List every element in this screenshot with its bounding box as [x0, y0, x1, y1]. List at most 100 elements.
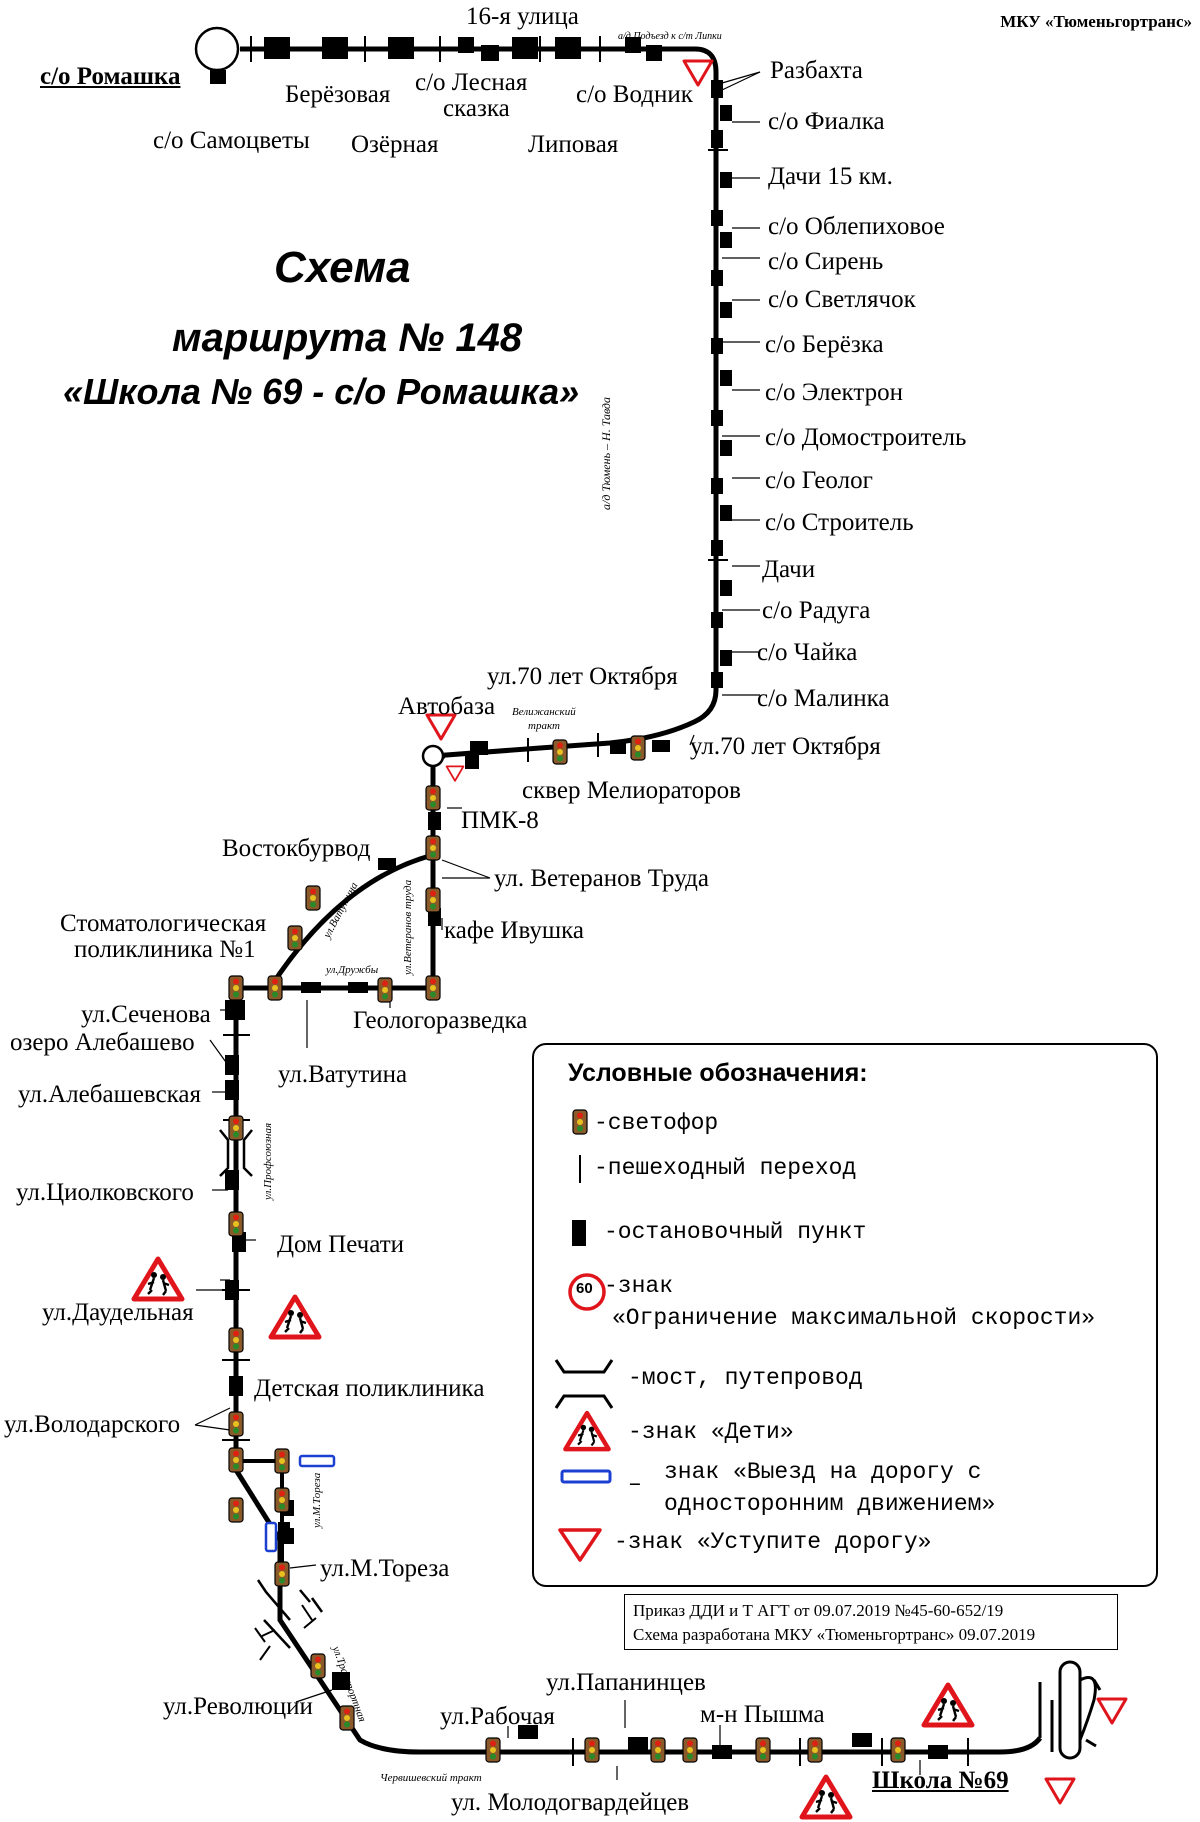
legend-oneway-line2: односторонним движением»	[664, 1491, 996, 1517]
stop-alebashevo: озеро Алебашево	[10, 1029, 195, 1056]
stop-razbakhta: Разбахта	[770, 57, 863, 84]
stop-icon	[278, 1522, 290, 1540]
stop-papanintsev: ул.Папанинцев	[546, 1669, 706, 1696]
stop-ivushka: кафе Ивушка	[444, 917, 585, 944]
order-line2: Схема разработана МКУ «Тюменьгортранс» 0…	[633, 1624, 1036, 1644]
legend-speed-line1: -знак	[604, 1273, 674, 1299]
stop-vostokburvod: Востокбурвод	[222, 835, 371, 862]
stop-oct70-right: ул.70 лет Октября	[690, 733, 881, 760]
stop-siren: с/о Сирень	[768, 248, 884, 275]
crosswalk-marks-lower	[222, 1034, 969, 1766]
title-line1: Схема	[274, 243, 411, 292]
road-podezd: а/д Подъезд к с/т Липки	[618, 31, 722, 42]
stop-lesnaya-line2: сказка	[443, 95, 510, 122]
stop-volodarskogo: ул.Володарского	[4, 1411, 181, 1438]
stop-vatutina: ул.Ватутина	[278, 1061, 408, 1088]
legend-traffic-light: -светофор	[594, 1110, 719, 1136]
final-loop	[1038, 1660, 1102, 1760]
stop-lesnaya-line1: с/о Лесная	[415, 69, 528, 96]
legend-stop: -остановочный пункт	[604, 1219, 867, 1245]
legend-oneway-line1: знак «Выезд на дорогу с	[664, 1459, 982, 1485]
road-tyumen-tavda: а/д Тюмень – Н. Тавда	[599, 396, 613, 510]
road-velizhansky-2: тракт	[528, 720, 560, 732]
stop-dom-pechati: Дом Печати	[277, 1231, 405, 1258]
stop-markers-top	[210, 37, 732, 769]
stop-skver: сквер Мелиораторов	[522, 777, 741, 804]
legend-panel: Условные обозначения: -светофор -пешеход…	[532, 1043, 1158, 1587]
yield-sign-icon	[445, 765, 465, 782]
stop-revolyutsii: ул.Революции	[163, 1693, 313, 1720]
children-sign-icon	[271, 1297, 319, 1337]
legend-yield: -знак «Уступите дорогу»	[614, 1529, 932, 1555]
legend-crosswalk: -пешеходный переход	[594, 1155, 857, 1181]
stop-elektron: с/о Электрон	[765, 379, 903, 406]
stop-sechenova: ул.Сеченова	[81, 1001, 211, 1028]
legend-icons	[554, 1109, 614, 1562]
stop-dachi: Дачи	[762, 556, 816, 583]
stop-chayka: с/о Чайка	[757, 639, 858, 666]
stop-raduga: с/о Радуга	[762, 597, 871, 624]
stop-vodnik: с/о Водник	[576, 81, 693, 108]
stop-tsiolkovskogo: ул.Циолковского	[16, 1179, 194, 1206]
stop-ulitsa16: 16-я улица	[466, 3, 579, 30]
yield-sign-icon	[1044, 1777, 1076, 1805]
road-velizhansky-1: Велижанский	[512, 706, 576, 718]
road-chervishevsky: Червишевский тракт	[380, 1772, 482, 1784]
stop-domostroitel: с/о Домостроитель	[765, 424, 967, 451]
stop-dachi15: Дачи 15 км.	[768, 163, 893, 190]
stop-stroitel: с/о Строитель	[765, 509, 914, 536]
stop-detskaya: Детская поликлиника	[254, 1375, 485, 1402]
stop-malinka: с/о Малинка	[757, 685, 890, 712]
yield-sign-icon	[1096, 1697, 1128, 1725]
stop-geologorazvedka: Геологоразведка	[353, 1007, 528, 1034]
stop-avtobaza: Автобаза	[398, 693, 496, 720]
title-line2: маршрута № 148	[172, 316, 523, 360]
order-box: Приказ ДДИ и Т АГТ от 09.07.2019 №45-60-…	[624, 1594, 1118, 1650]
stop-beryozka: с/о Берёзка	[765, 331, 884, 358]
stop-oblepikhovoe: с/о Облепиховое	[768, 213, 945, 240]
title-line3: «Школа № 69 - с/о Ромашка»	[63, 371, 580, 412]
legend-speed-line2: «Ограничение максимальной скорости»	[612, 1305, 1096, 1331]
stop-samotsvety: с/о Самоцветы	[153, 127, 310, 154]
bridge-icon	[219, 1129, 324, 1649]
stop-veteranov: ул. Ветеранов Труда	[494, 865, 709, 892]
stop-pmk8: ПМК-8	[461, 807, 539, 834]
legend-children: -знак «Дети»	[628, 1419, 794, 1445]
road-ul-veteranov: ул.Ветеранов труда	[402, 879, 414, 975]
oneway-sign-icon	[264, 1521, 278, 1553]
legend-speed-value: 60	[576, 1280, 593, 1297]
stop-daudelnaya: ул.Даудельная	[42, 1299, 194, 1326]
children-sign-icon	[802, 1777, 850, 1817]
order-line1: Приказ ДДИ и Т АГТ от 09.07.2019 №45-60-…	[633, 1601, 1004, 1620]
stop-rabochaya: ул.Рабочая	[440, 1703, 555, 1730]
organization-label: МКУ «Тюменьгортранс»	[1000, 12, 1192, 31]
stop-alebashevskaya: ул.Алебашевская	[18, 1081, 202, 1108]
terminus-avtobaza-icon	[421, 744, 445, 768]
children-sign-icon	[924, 1685, 972, 1725]
stop-geolog: с/о Геолог	[765, 467, 873, 494]
road-ul-profsoyuznaya: ул.Профсоюзная	[262, 1122, 274, 1200]
stop-fialka: с/о Фиалка	[768, 108, 885, 135]
legend-title: Условные обозначения:	[568, 1059, 868, 1087]
stop-shkola69: Школа №69	[872, 1767, 1009, 1794]
stop-pyshma: м-н Пышма	[700, 1701, 825, 1728]
stop-toreza: ул.М.Тореза	[320, 1555, 450, 1582]
stop-molodogvardeytsev: ул. Молодогвардейцев	[451, 1789, 690, 1816]
stop-beryozovaya: Берёзовая	[285, 81, 391, 108]
road-ul-druzhby: ул.Дружбы	[326, 964, 379, 976]
terminus-romashka-icon	[194, 26, 240, 72]
stop-svetlyachok: с/о Светлячок	[768, 286, 916, 313]
bridge-hatch-icon	[254, 1604, 317, 1661]
stop-oct70-top: ул.70 лет Октября	[487, 663, 678, 690]
stop-stomat-line2: поликлиника №1	[74, 936, 256, 963]
leader-lines-right	[689, 71, 761, 746]
legend-oneway-dash: –	[628, 1471, 642, 1497]
crosswalk-marks-top	[250, 36, 728, 762]
road-ul-toreza: ул.М.Тореза	[311, 1472, 323, 1528]
children-sign-icon	[134, 1259, 182, 1299]
stop-stomat-line1: Стоматологическая	[60, 910, 267, 937]
stop-lipovaya: Липовая	[528, 131, 619, 158]
stop-romashka: с/о Ромашка	[40, 63, 181, 90]
